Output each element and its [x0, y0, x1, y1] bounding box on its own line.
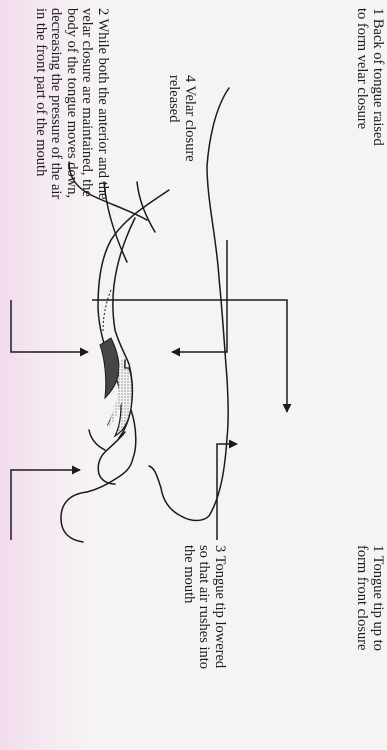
label-back-of-tongue-raised: 1 Back of tongue raised to form velar cl…: [354, 8, 385, 308]
label-tongue-body-moves-down: 2 While both the anterior and the velar …: [33, 8, 111, 308]
leader-tongue-tip-up: [11, 470, 80, 540]
lower-lip-outline: [61, 492, 87, 542]
leader-velar-released: [172, 240, 227, 352]
air-pocket-dark-shading: [100, 338, 119, 398]
label-velar-closure-released: 4 Velar closure released: [166, 75, 197, 195]
leader-tongue-tip-lowered: [217, 444, 237, 540]
front-closure-outline: [89, 430, 105, 450]
pharynx-wall-upper: [137, 182, 155, 232]
label-tongue-tip-lowered: 3 Tongue tip lowered so that air rushes …: [181, 545, 228, 750]
label-tongue-tip-up: 1 Tongue tip up to form front closure: [354, 545, 385, 750]
